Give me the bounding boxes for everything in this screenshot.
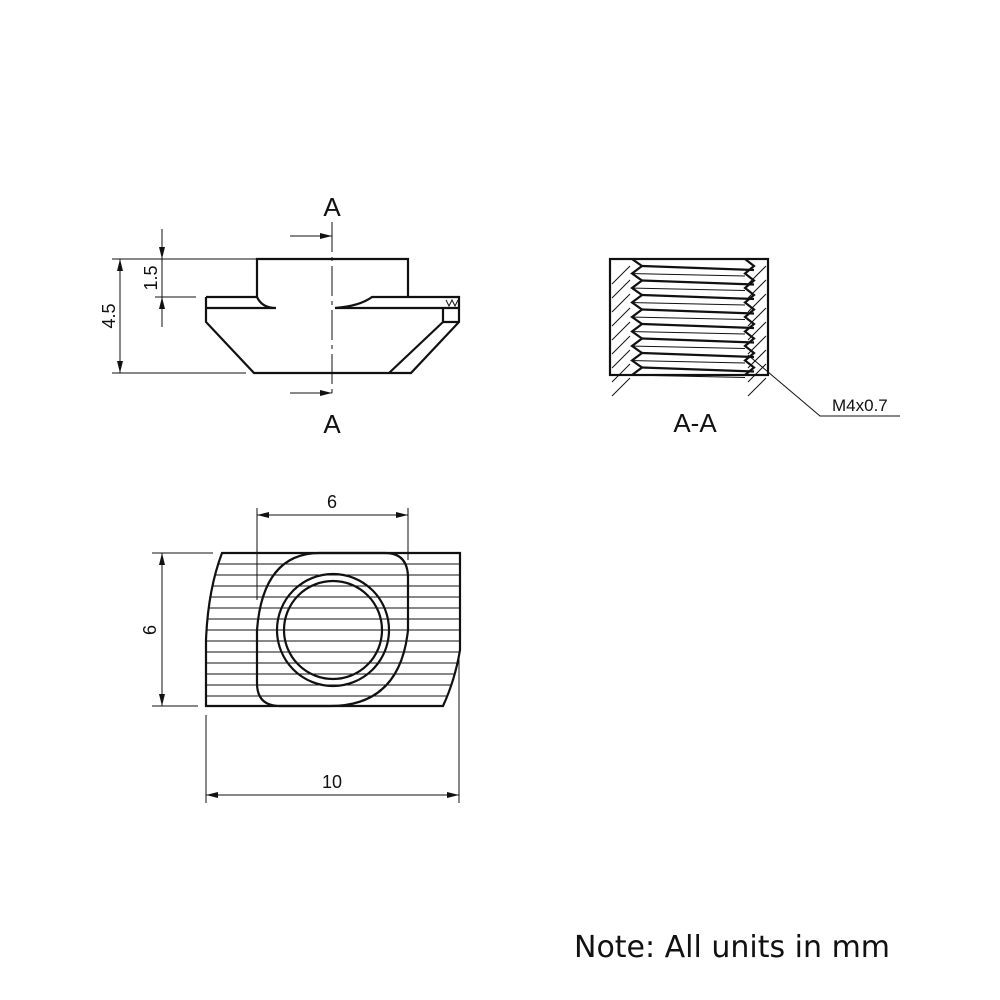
hatch-line bbox=[747, 363, 767, 383]
thread-crest bbox=[641, 337, 755, 344]
section-hatch bbox=[611, 265, 767, 397]
dim-head-height-label: 1.5 bbox=[141, 265, 161, 290]
hatch-line bbox=[611, 293, 631, 313]
hatch-line bbox=[747, 377, 767, 397]
hatch-line bbox=[747, 293, 767, 313]
section-view: M4x0.7 A-A bbox=[608, 257, 900, 438]
section-outline bbox=[608, 257, 770, 377]
thread-root bbox=[631, 273, 746, 277]
units-note: Note: All units in mm bbox=[574, 930, 891, 965]
bottom-view: 6 6 10 bbox=[140, 492, 462, 803]
dim-total-height-label: 4.5 bbox=[99, 303, 119, 328]
thread-crest bbox=[641, 293, 755, 301]
thread-root bbox=[631, 302, 746, 306]
side-view: A A 4.5 1.5 bbox=[99, 192, 461, 439]
dim-head-width-label: 6 bbox=[327, 492, 337, 512]
thread-root bbox=[631, 287, 746, 291]
thread-callout: M4x0.7 bbox=[832, 396, 888, 415]
hatch-line bbox=[611, 307, 631, 327]
hatch-line bbox=[611, 363, 631, 383]
thread-crest bbox=[641, 264, 755, 272]
thread-right bbox=[743, 258, 756, 376]
grip-serrations bbox=[206, 563, 460, 697]
thread-crest bbox=[641, 308, 755, 315]
body-outline bbox=[204, 295, 461, 375]
thread-root bbox=[631, 345, 746, 349]
hatch-line bbox=[611, 349, 631, 369]
section-mark-bottom: A bbox=[323, 409, 341, 439]
dim-length-label: 10 bbox=[322, 772, 342, 792]
hatch-line bbox=[611, 377, 631, 397]
hatch-line bbox=[611, 321, 631, 341]
thread-crest bbox=[641, 322, 755, 330]
hatch-line bbox=[611, 265, 631, 285]
thread-crest bbox=[641, 366, 755, 373]
section-mark-top: A bbox=[323, 192, 341, 222]
hatch-line bbox=[747, 265, 767, 285]
break-mark bbox=[445, 298, 459, 308]
thread-root bbox=[631, 331, 746, 335]
leader-line bbox=[747, 354, 900, 417]
thread-outer-circle bbox=[275, 572, 391, 688]
hatch-line bbox=[611, 335, 631, 355]
section-title: A-A bbox=[673, 408, 717, 438]
thread-root bbox=[631, 316, 746, 320]
hatch-line bbox=[747, 307, 767, 327]
thread-crest bbox=[641, 351, 755, 359]
dim-height-label: 6 bbox=[140, 625, 160, 635]
boss-outline bbox=[255, 551, 410, 708]
bottom-outline bbox=[204, 551, 462, 708]
thread-crest bbox=[641, 279, 755, 286]
thread-inner-circle bbox=[282, 579, 384, 681]
hatch-line bbox=[747, 279, 767, 299]
hatch-line bbox=[611, 279, 631, 299]
thread-root bbox=[631, 360, 746, 364]
thread-profile bbox=[630, 258, 756, 378]
